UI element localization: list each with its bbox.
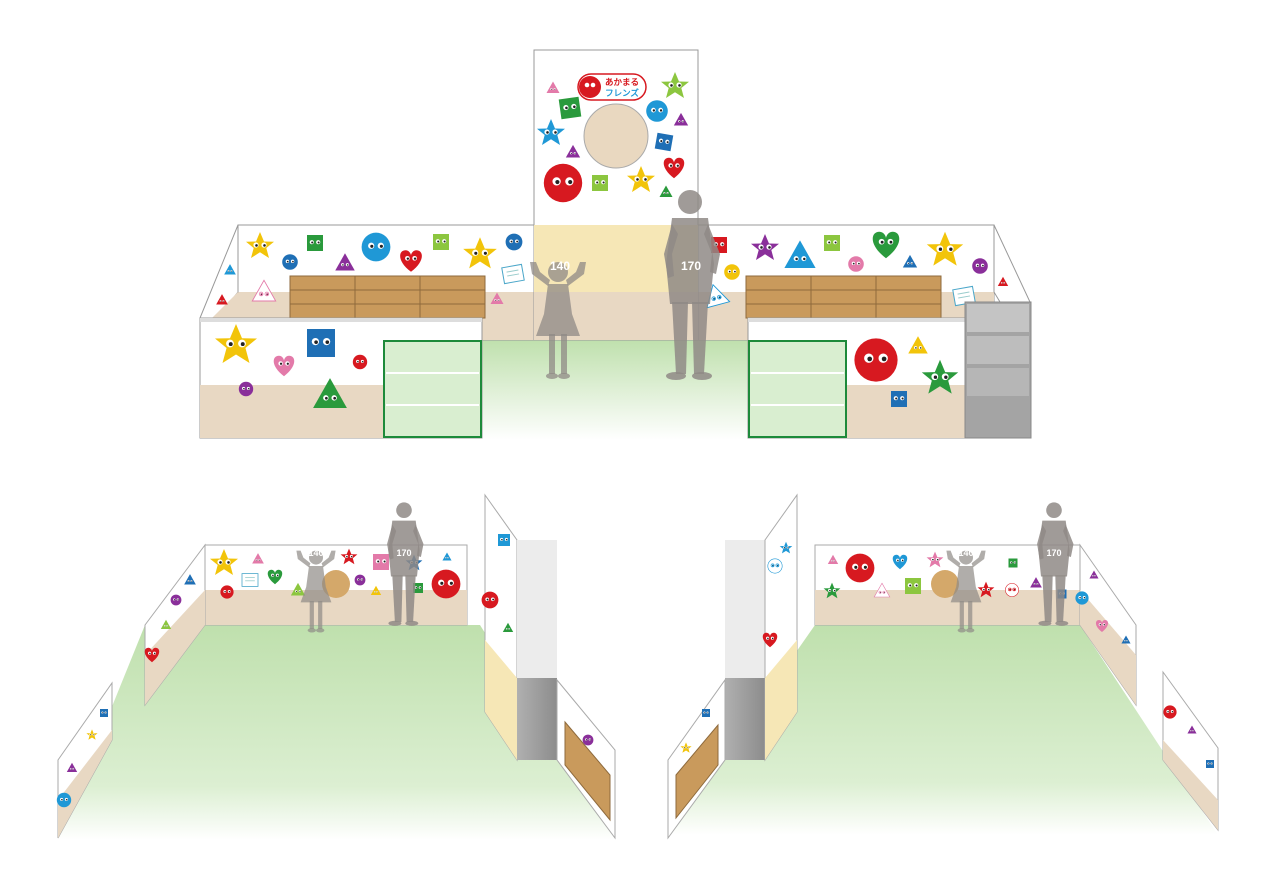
circle-character-icon	[355, 575, 366, 586]
info-card-icon	[241, 573, 259, 587]
circle-character-icon	[220, 585, 233, 598]
logo-line-2: フレンズ	[605, 88, 639, 99]
circle-character-icon	[1075, 591, 1088, 604]
circle-character-icon	[583, 735, 594, 746]
circle-character-icon	[1163, 705, 1176, 718]
back-right-shelf	[745, 275, 942, 319]
info-card-icon	[501, 263, 525, 285]
circle-character-icon	[848, 256, 864, 272]
circle-character-icon	[282, 254, 298, 270]
adult-height-label: 170	[681, 259, 701, 273]
perspective-view-right: 140 170	[667, 493, 1219, 840]
face-hole	[322, 570, 350, 598]
circle-character-icon	[846, 554, 875, 583]
circle-character-icon	[506, 234, 523, 251]
front-elevation-view: あかまる フレンズ	[199, 49, 1032, 440]
child-height-label: 140	[958, 548, 973, 558]
circle-character-icon	[432, 570, 461, 599]
floor	[482, 340, 748, 440]
circle-character-icon	[57, 793, 71, 807]
square-character-icon	[702, 709, 710, 717]
back-left-shelf	[289, 275, 486, 319]
logo-line-1: あかまる	[605, 78, 639, 88]
square-character-icon	[307, 235, 323, 251]
circle-character-icon	[768, 559, 782, 573]
square-character-icon	[559, 97, 582, 120]
square-character-icon	[498, 534, 510, 546]
circle-character-icon	[482, 592, 499, 609]
front-right-counter	[747, 317, 967, 439]
circle-character-icon	[362, 233, 391, 262]
display-case	[383, 340, 482, 438]
circle-character-icon	[972, 258, 988, 274]
square-character-icon	[905, 578, 921, 594]
square-character-icon	[307, 329, 335, 357]
square-character-icon	[824, 235, 840, 251]
circle-character-icon	[239, 382, 253, 396]
square-character-icon	[592, 175, 608, 191]
circle-character-icon	[1005, 583, 1018, 596]
square-character-icon	[1206, 760, 1214, 768]
front-left-counter	[199, 317, 483, 439]
circle-character-icon	[353, 355, 367, 369]
circle-character-icon	[854, 338, 897, 381]
square-character-icon	[1009, 559, 1018, 568]
square-character-icon	[100, 709, 108, 717]
child-height-label: 140	[550, 259, 570, 273]
square-character-icon	[373, 554, 389, 570]
face-hole	[931, 570, 959, 598]
circle-character-icon	[544, 164, 582, 202]
right-side-wall	[993, 224, 1031, 303]
gray-shelf-unit	[964, 301, 1032, 439]
display-case	[748, 340, 847, 438]
perspective-view-left: 140 170	[57, 493, 616, 840]
square-character-icon	[433, 234, 449, 250]
child-height-label: 140	[308, 548, 323, 558]
adult-height-label: 170	[1046, 548, 1061, 558]
face-hole	[583, 103, 649, 169]
floor	[58, 625, 615, 840]
floor	[668, 625, 1218, 835]
circle-character-icon	[724, 264, 740, 280]
adult-height-label: 170	[396, 548, 411, 558]
square-character-icon	[891, 391, 907, 407]
square-character-icon	[655, 133, 674, 152]
brand-logo: あかまる フレンズ	[577, 73, 647, 101]
circle-character-icon	[646, 100, 668, 122]
circle-character-icon	[171, 595, 182, 606]
